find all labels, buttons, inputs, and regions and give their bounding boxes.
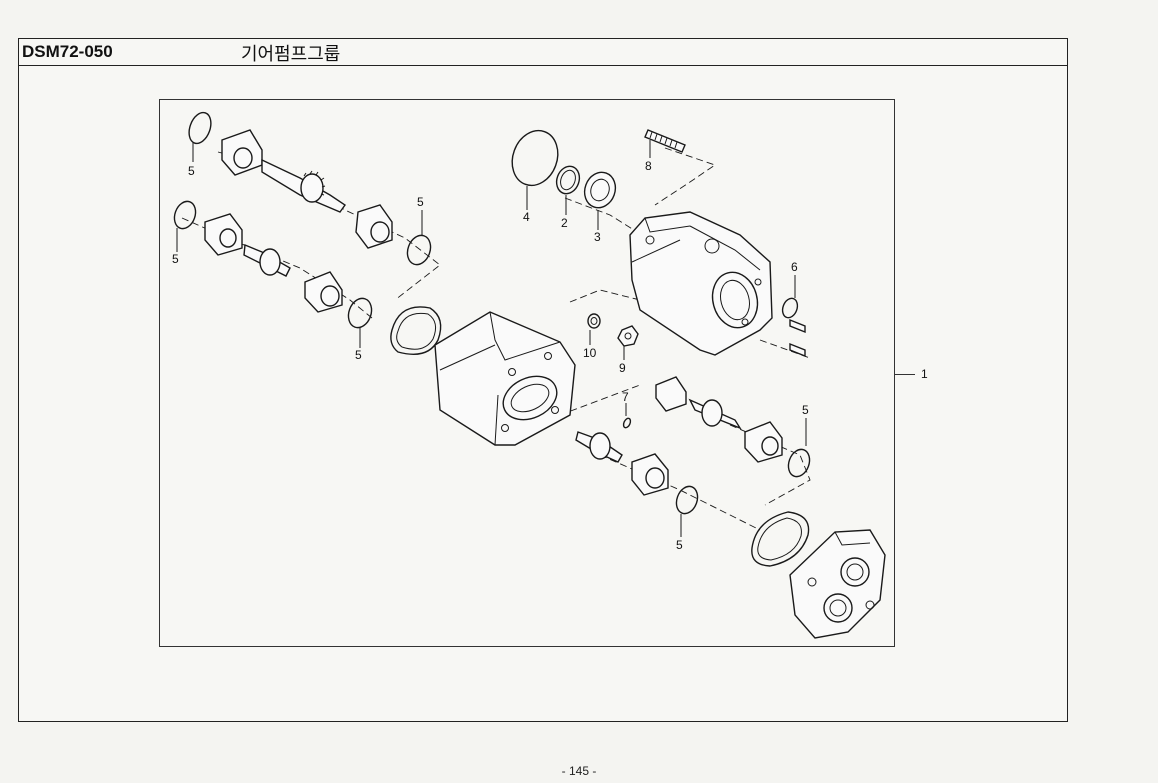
snap-ring-2 (555, 165, 581, 215)
callout-o-ring-right: 5 (802, 403, 809, 417)
callout-washer: 10 (583, 346, 597, 360)
pin-7 (622, 403, 632, 429)
o-ring-5-upper-center (406, 210, 432, 266)
gasket-front (390, 306, 442, 355)
drive-shaft-gear (261, 158, 346, 213)
callout-snap-ring: 2 (561, 216, 568, 230)
pump-body-center (434, 311, 576, 446)
bushing-upper-center (355, 204, 393, 249)
callout-nut: 9 (619, 361, 626, 375)
bushing-top (221, 129, 263, 176)
callout-assembly: 1 (921, 367, 928, 381)
bushing-lower-left (304, 271, 343, 313)
callout-stud: 8 (645, 159, 652, 173)
o-ring-5-left-mid (173, 200, 197, 252)
part-group-code: DSM72-050 (22, 42, 113, 61)
o-ring-large-4 (511, 129, 559, 210)
page-number: - 145 - (561, 764, 597, 778)
callout-o-ring-upper-center: 5 (417, 195, 424, 209)
bearing-3 (583, 171, 617, 230)
front-cover-housing (629, 211, 806, 358)
driven-gear-left (243, 243, 291, 277)
o-ring-5-lower-left (347, 297, 373, 348)
callout-bearing: 3 (594, 230, 601, 244)
callout-o-ring-lower-left: 5 (355, 348, 362, 362)
assembly-leader-line (895, 374, 915, 375)
callout-small-ring: 6 (791, 260, 798, 274)
stud-bolt-8 (644, 129, 686, 158)
driven-gear-lower (575, 431, 623, 463)
exploded-view-frame (159, 99, 895, 647)
nut-9 (617, 325, 639, 360)
callout-o-ring-bottom: 5 (676, 538, 683, 552)
o-ring-5-bottom (675, 485, 699, 537)
o-ring-5-right (787, 418, 811, 478)
washer-10 (587, 313, 601, 345)
callout-pin: 7 (622, 390, 629, 404)
bushing-left (204, 213, 243, 256)
callout-o-ring-left-mid: 5 (172, 252, 179, 266)
sheet-header: DSM72-050 기어펌프그룹 (19, 39, 1067, 66)
o-ring-5-top-left (188, 111, 212, 162)
bushing-lower-center (631, 453, 669, 496)
rear-cover (789, 529, 886, 639)
callout-o-ring-large: 4 (523, 210, 530, 224)
gasket-rear (751, 511, 810, 567)
part-group-title: 기어펌프그룹 (241, 44, 341, 65)
bushing-right-lower (744, 421, 783, 463)
o-ring-6 (781, 275, 799, 319)
drive-gear-right (688, 398, 742, 430)
callout-o-ring-top-left: 5 (188, 164, 195, 178)
bushing-right-upper (655, 376, 687, 412)
